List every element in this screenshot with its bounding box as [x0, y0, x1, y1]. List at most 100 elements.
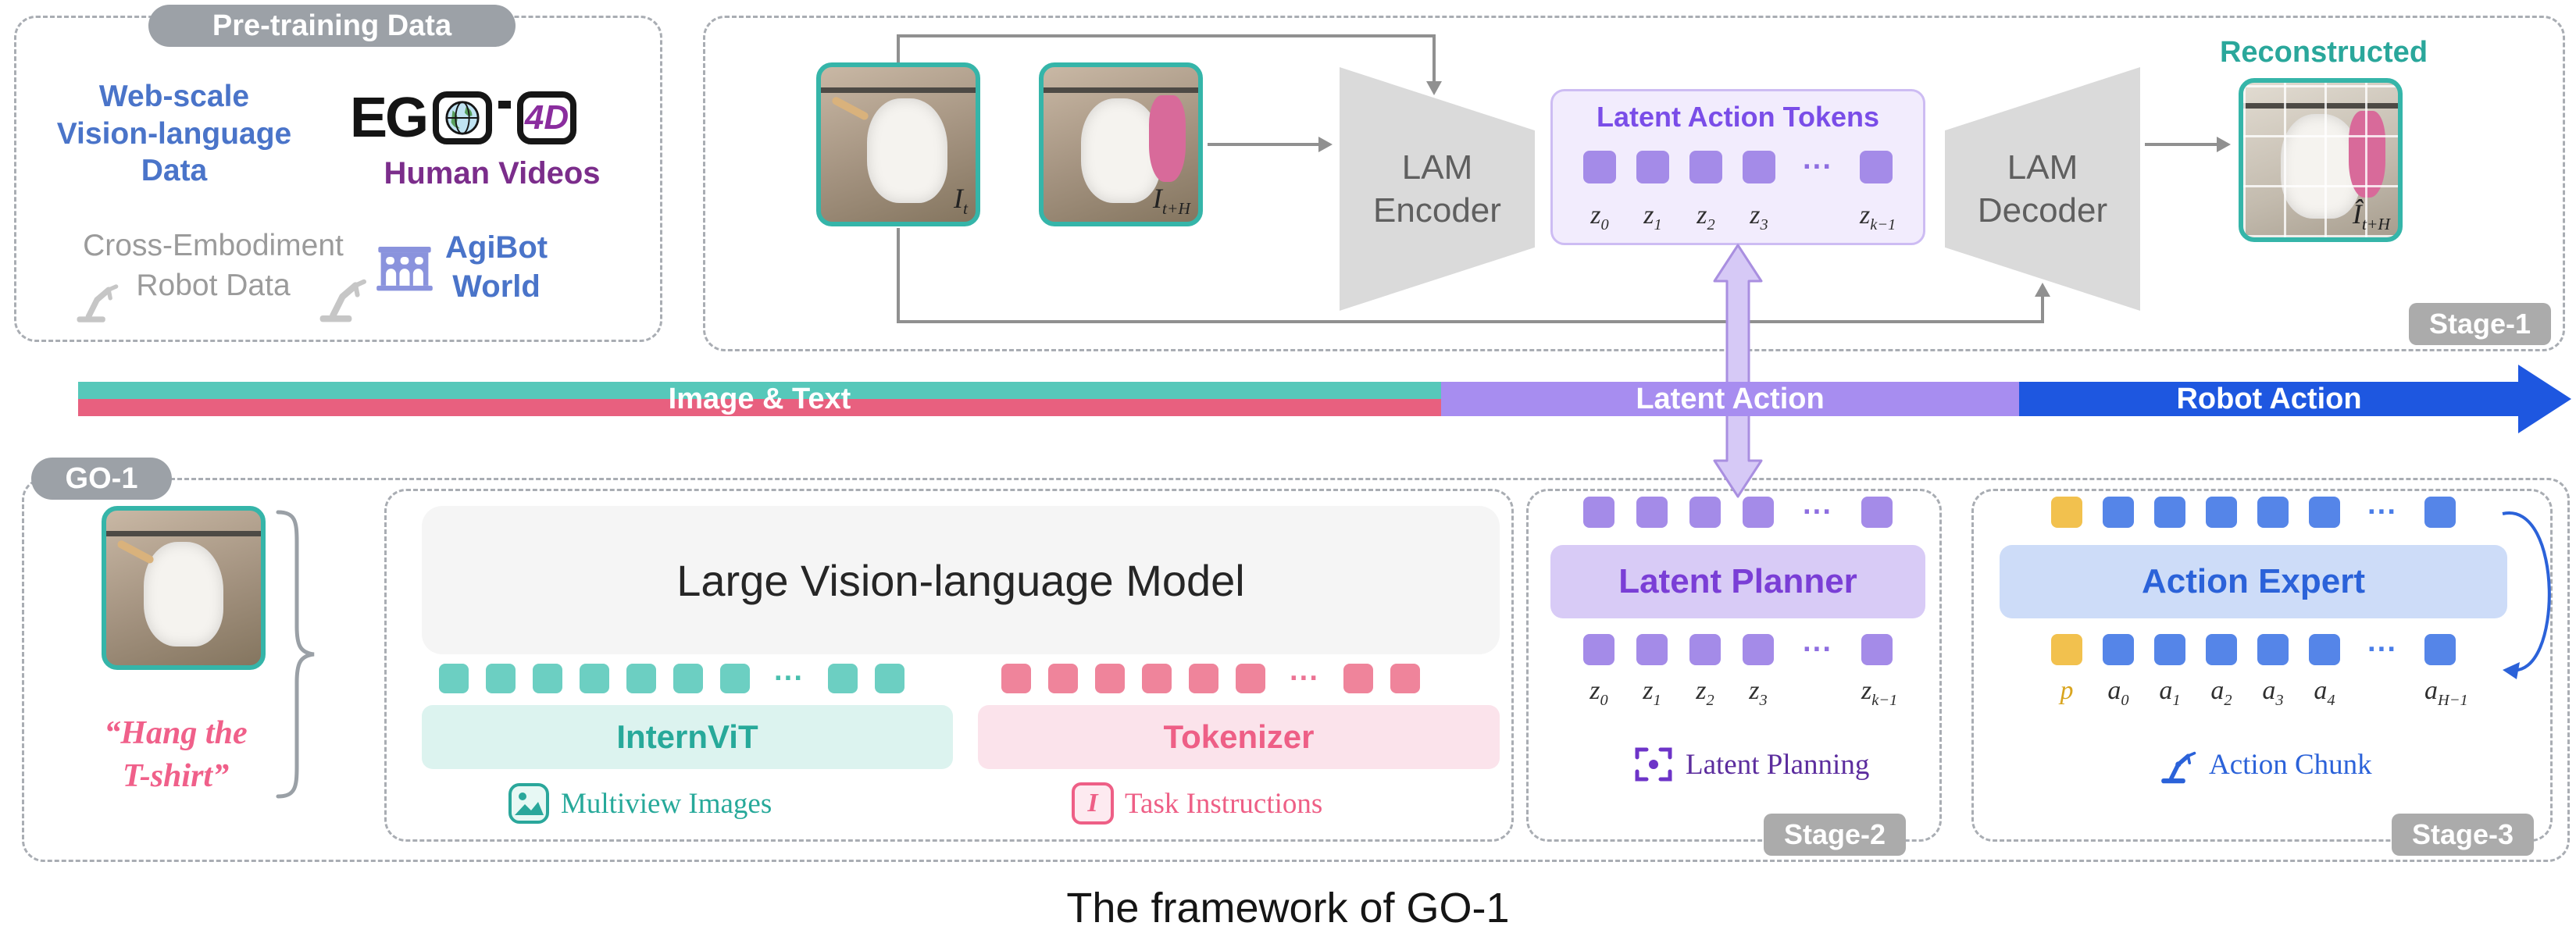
human-videos-label: Human Videos — [384, 156, 601, 191]
vision-token — [580, 664, 609, 693]
planner-z-label-row: z0 z1 z2 z3 zk−1 — [1583, 676, 1898, 710]
timeline-robot-action-segment — [2019, 382, 2519, 416]
ellipsis: ··· — [2367, 633, 2397, 666]
robot-arm-icon — [2156, 743, 2198, 785]
cross-embodiment-label: Cross-Embodiment Robot Data — [83, 229, 344, 302]
go1-input-image — [102, 506, 266, 670]
frame-image-t-plus-h: It+H — [1039, 62, 1203, 226]
action-token — [2154, 634, 2185, 665]
z-label-row: z0 z1 z2 z3 zk−1 — [1553, 201, 1923, 234]
vision-token — [486, 664, 516, 693]
white-shirt — [867, 98, 948, 204]
latent-token — [1636, 634, 1668, 665]
ego4d-4d-lens: 4D — [517, 91, 577, 144]
text-token — [1001, 664, 1031, 693]
action-token — [2257, 634, 2289, 665]
token-group — [1583, 634, 1774, 665]
latent-token — [1583, 634, 1614, 665]
z-label: z1 — [1643, 676, 1661, 709]
text-token — [1390, 664, 1420, 693]
timeline-image-text-segment — [78, 382, 1441, 416]
action-expert-label: Action Expert — [2141, 562, 2366, 600]
action-token — [2309, 634, 2340, 665]
z-label-last: zk−1 — [1861, 676, 1898, 709]
action-label-row: p a0 a1 a2 a3 a4 aH−1 — [2051, 676, 2468, 710]
figure-caption: The framework of GO-1 — [1066, 885, 1510, 931]
ellipsis: ··· — [774, 662, 804, 695]
vision-token — [626, 664, 656, 693]
vision-token-row: ··· — [439, 664, 904, 693]
z-label: z0 — [1589, 676, 1608, 709]
token-group — [1583, 151, 1775, 183]
frame-label-t: It — [954, 182, 968, 218]
latent-token — [1743, 634, 1774, 665]
a-label: a1 — [2159, 676, 2181, 709]
hanger — [116, 539, 155, 565]
action-expert-box: Action Expert — [2000, 545, 2507, 618]
tokenizer-box: Tokenizer — [978, 705, 1500, 769]
text-token — [1048, 664, 1078, 693]
glasses-bridge — [498, 101, 512, 109]
latent-action-tokens-title: Latent Action Tokens — [1596, 101, 1880, 133]
text-token — [1189, 664, 1218, 693]
stage2-badge: Stage-2 — [1764, 814, 1907, 856]
ellipsis: ··· — [1803, 633, 1832, 666]
pretraining-title: Pre-training Data — [212, 9, 452, 42]
action-bottom-token-row: ··· — [2051, 634, 2456, 665]
token-group — [2424, 634, 2456, 665]
token-group — [439, 664, 750, 693]
reconstructed-label: Reconstructed — [2219, 36, 2428, 69]
frame-label-t-plus-h: It+H — [1152, 182, 1190, 218]
robot-arm-icon — [312, 269, 369, 325]
multiview-images-label: Multiview Images — [561, 787, 772, 820]
timeline-arrowhead — [2518, 365, 2571, 433]
latent-planning-row: Latent Planning — [1632, 743, 1869, 785]
ego4d-4d-text: 4D — [524, 98, 569, 137]
p-label: p — [2060, 676, 2074, 705]
latent-planner-module-box — [1526, 489, 1942, 842]
vision-token — [720, 664, 750, 693]
robot-arm-icon — [70, 275, 120, 325]
a-label: a2 — [2210, 676, 2232, 709]
vision-token — [673, 664, 703, 693]
closet-rod — [106, 530, 261, 536]
text-token-row: ··· — [1001, 664, 1420, 693]
timeline-latent-action-label: Latent Action — [1636, 382, 1825, 415]
z-label: z1 — [1643, 201, 1662, 233]
action-chunk-row: Action Chunk — [2156, 743, 2372, 785]
latent-token-row: ··· — [1553, 151, 1923, 183]
token-group — [1001, 664, 1265, 693]
timeline-robot-action-label: Robot Action — [2176, 382, 2362, 415]
latent-token — [1861, 634, 1893, 665]
timeline-pink-half — [78, 399, 1441, 416]
ego4d-globe-lens — [433, 91, 493, 144]
latent-planning-icon — [1632, 743, 1675, 785]
token-group — [1583, 497, 1774, 528]
latent-token — [1743, 151, 1775, 183]
agibot-world: AgiBot World — [375, 228, 548, 306]
latent-token — [1861, 497, 1893, 528]
colosseum-icon — [375, 241, 434, 293]
action-token — [2257, 497, 2289, 528]
instruction-text: “Hang the T-shirt” — [104, 715, 248, 794]
z-label: z3 — [1749, 676, 1768, 709]
latent-token — [1583, 151, 1616, 183]
z-label: z0 — [1590, 201, 1609, 233]
closet-rod — [1044, 87, 1198, 93]
latent-token — [1636, 151, 1669, 183]
task-instructions-row: I Task Instructions — [1072, 782, 1322, 825]
latent-planner-label: Latent Planner — [1618, 562, 1857, 600]
z-label: z2 — [1696, 676, 1714, 709]
reconstructed-image: Ît+H — [2239, 78, 2403, 242]
latent-action-tokens-box: Latent Action Tokens ··· z0 z1 z2 z3 zk−… — [1550, 89, 1925, 245]
frame-image-t: It — [816, 62, 980, 226]
go1-label: GO-1 — [65, 461, 138, 495]
lam-encoder: LAM Encoder — [1340, 67, 1535, 311]
vision-token — [875, 664, 904, 693]
stage3-badge: Stage-3 — [2392, 814, 2535, 856]
token-group — [1861, 634, 1893, 665]
ego4d-eg-text: EG — [350, 87, 429, 149]
timeline-image-text-label: Image & Text — [668, 382, 851, 415]
latent-planner-box: Latent Planner — [1550, 545, 1925, 618]
